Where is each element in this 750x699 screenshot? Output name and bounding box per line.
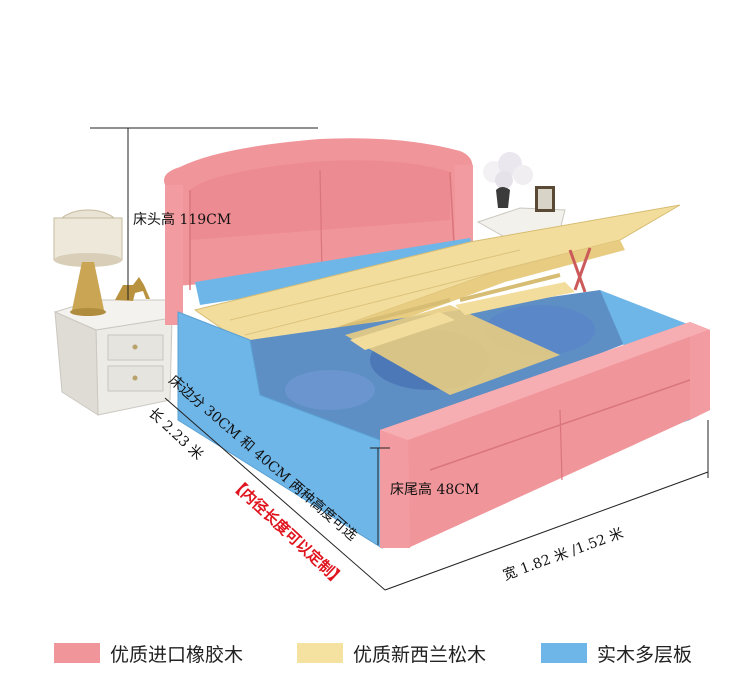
flower-vase <box>483 152 533 208</box>
dimension-lines <box>90 127 709 591</box>
footboard-height-label: 床尾高 48CM <box>390 482 480 498</box>
legend-swatch-yellow <box>297 643 343 663</box>
back-board <box>195 238 480 305</box>
photo-frame <box>535 186 555 212</box>
nightstand-left <box>53 299 173 416</box>
headboard <box>164 138 473 325</box>
footboard <box>380 322 710 548</box>
headboard-height-label: 床头高 119CM <box>133 212 232 228</box>
legend-swatch-blue <box>541 643 587 663</box>
legend-label: 优质进口橡胶木 <box>110 643 244 666</box>
legend-label: 实木多层板 <box>597 643 693 666</box>
legend-item-plywood: 实木多层板 <box>541 638 692 668</box>
legend-swatch-pink <box>54 643 100 663</box>
legend-item-pine: 优质新西兰松木 <box>297 638 486 668</box>
legend-item-rubberwood: 优质进口橡胶木 <box>54 638 243 668</box>
legend-label: 优质新西兰松木 <box>353 643 487 666</box>
gas-struts <box>568 247 592 293</box>
table-lamp <box>53 209 150 316</box>
material-legend: 优质进口橡胶木 优质新西兰松木 实木多层板 <box>0 638 750 668</box>
